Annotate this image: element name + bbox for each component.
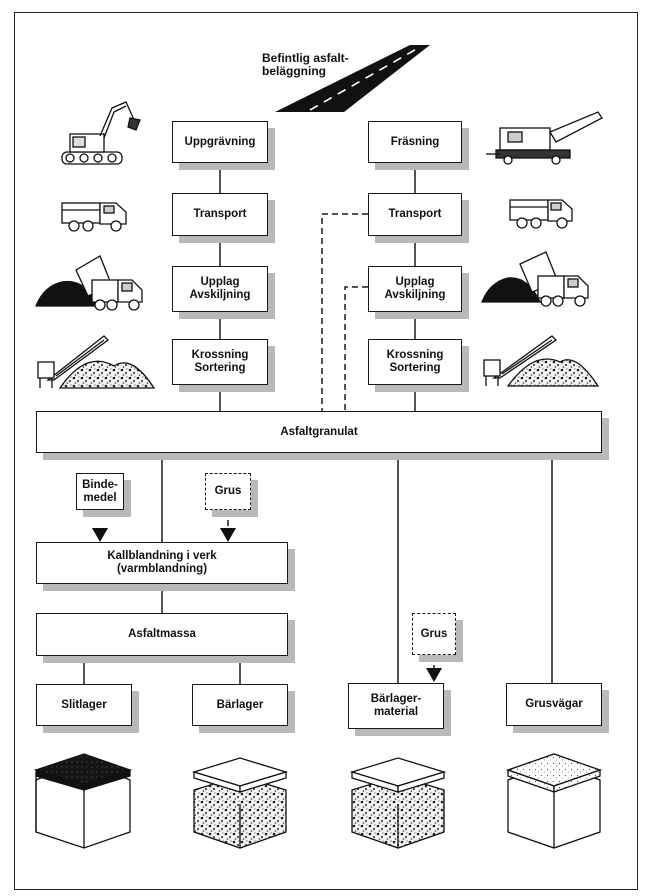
dump-truck-icon [61,202,127,232]
gravel-label-bottom: Grus [420,627,448,640]
excavation-box: Uppgrävning [172,121,268,163]
tipping-truck-icon [481,251,589,307]
road-icon [275,45,430,112]
conveyor-crusher-icon [37,335,156,389]
binder-box: Binde- medel [76,473,124,510]
pavement-layer-icon [506,753,602,849]
storage-box-left: Upplag Avskiljning [172,266,268,312]
crushing-label-right: Krossning Sortering [386,349,444,374]
wearing-course-label: Slitlager [61,698,107,711]
asphalt-mass-box: Asfaltmassa [36,613,288,656]
pavement-layer-icon [349,757,447,849]
transport-box-right: Transport [368,193,462,236]
dashed-transfer-lines [227,213,435,668]
milling-label: Fräsning [390,135,440,148]
base-course-box: Bärlager [192,684,288,726]
base-material-label: Bärlager- material [370,693,422,718]
crushing-label-left: Krossning Sortering [191,349,249,374]
storage-label-left: Upplag Avskiljning [189,276,251,301]
milling-box: Fräsning [368,121,462,163]
crushing-box-left: Krossning Sortering [172,339,268,385]
storage-box-right: Upplag Avskiljning [368,266,462,312]
tipping-truck-icon [35,255,143,311]
gravel-roads-box: Grusvägar [506,683,602,726]
crushing-box-right: Krossning Sortering [368,339,462,385]
excavation-label: Uppgrävning [184,135,256,148]
connector-lines [83,163,553,684]
mixing-box: Kallblandning i verk (varmblandning) [36,542,288,584]
excavator-icon [61,101,141,165]
transport-label-right: Transport [388,208,442,220]
granulate-box: Asfaltgranulat [36,411,602,453]
dump-truck-icon [509,199,573,229]
base-course-label: Bärlager [216,698,264,711]
granulate-label: Asfaltgranulat [280,425,358,438]
arrow-heads [92,528,442,682]
transport-label-left: Transport [193,208,247,220]
wearing-course-box: Slitlager [36,684,132,726]
base-material-box: Bärlager- material [348,683,444,729]
transport-box-left: Transport [172,193,268,236]
mixing-label: Kallblandning i verk (varmblandning) [107,550,217,575]
gravel-box-bottom: Grus [412,613,456,655]
pavement-layer-icon [191,757,289,849]
road-label: Befintlig asfalt- beläggning [262,51,349,78]
milling-machine-icon [486,111,603,165]
binder-label: Binde- medel [82,478,118,504]
gravel-box-top: Grus [205,473,251,510]
asphalt-mass-label: Asfaltmassa [128,628,196,640]
gravel-roads-label: Grusvägar [525,698,583,710]
conveyor-crusher-icon [483,335,600,387]
storage-label-right: Upplag Avskiljning [384,276,446,301]
gravel-label-top: Grus [214,485,242,497]
pavement-layer-icon [33,753,133,849]
